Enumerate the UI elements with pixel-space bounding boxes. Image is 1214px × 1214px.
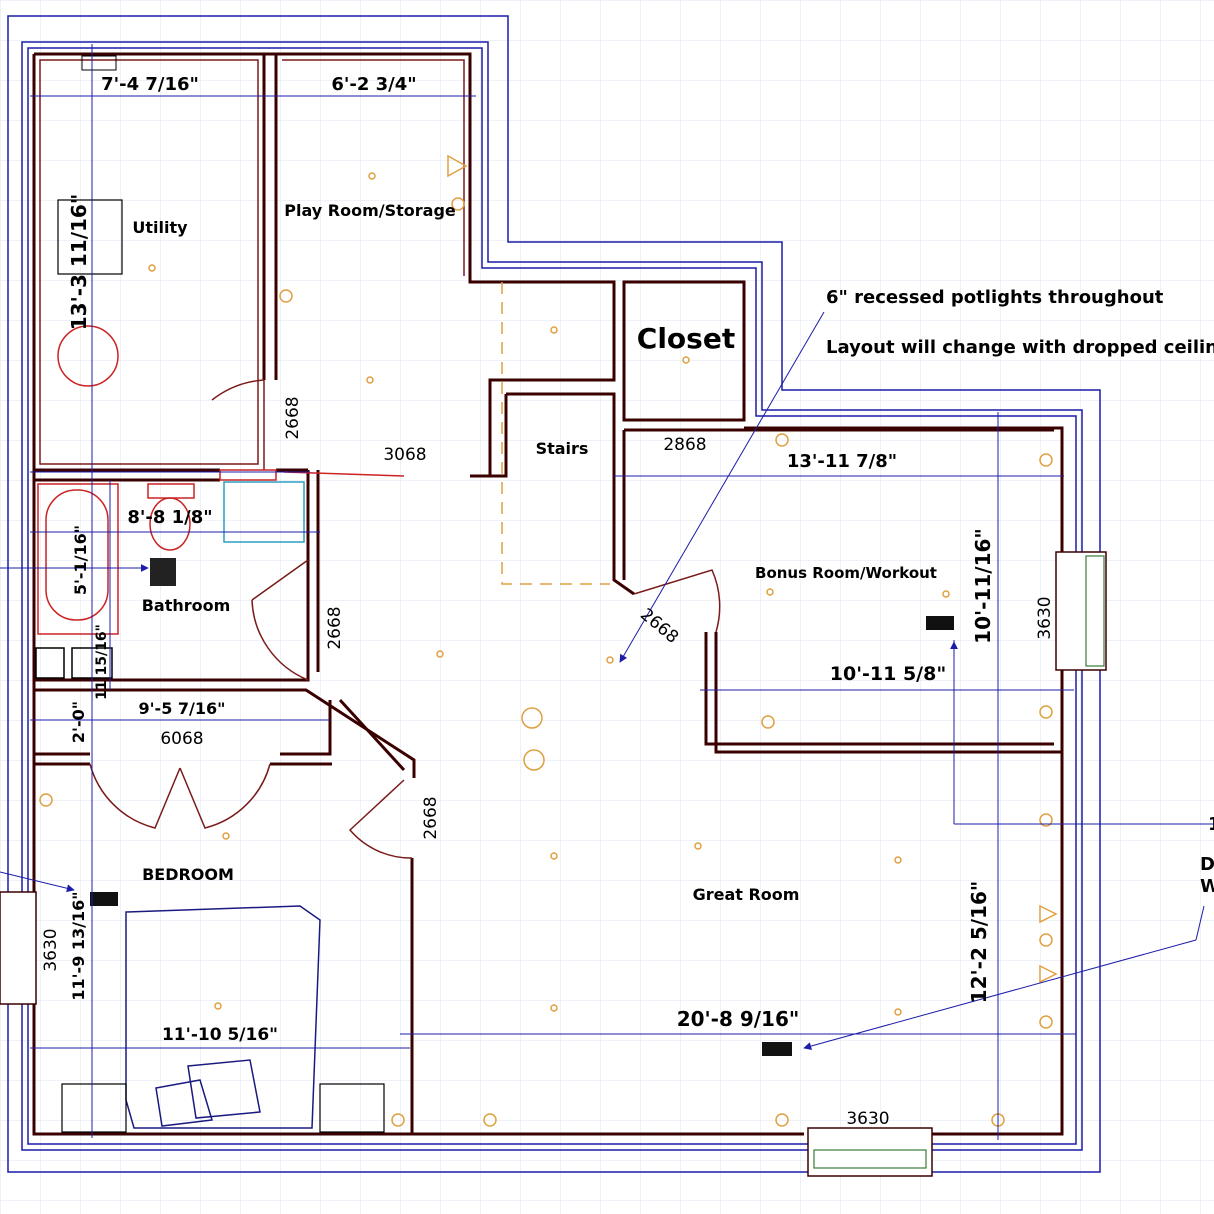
water-heater-icon (57, 325, 119, 387)
window-great: 3630 (846, 1109, 889, 1129)
dim-small-height: 11 15/16" (94, 624, 110, 700)
dim-bedroom-width: 11'-10 5/16" (162, 1025, 278, 1045)
dim-bathroom-width: 8'-8 1/8" (127, 507, 212, 528)
vent-icon (762, 1042, 792, 1056)
dim-bonus-width2: 10'-11 5/8" (830, 663, 946, 685)
door-swings (89, 379, 721, 859)
dim-bonus-height: 10'-11/16" (971, 528, 995, 644)
sink-icon (223, 481, 305, 543)
note-edge-3: W (1200, 876, 1214, 897)
room-bedroom: BEDROOM (142, 865, 234, 884)
dim-great-width: 20'-8 9/16" (677, 1007, 800, 1031)
dim-great-height: 12'-2 5/16" (967, 881, 991, 1004)
door-closet: 2868 (663, 435, 706, 455)
stairs-outline (501, 282, 610, 585)
room-closet: Closet (637, 322, 735, 355)
potlights (39, 154, 1058, 1127)
window-bonus: 3630 (1035, 596, 1055, 639)
dim-hall-width: 9'-5 7/16" (139, 699, 226, 718)
note-edge-1: 1 (1208, 814, 1214, 835)
dim-utility-height: 13'-3 11/16" (67, 194, 91, 331)
windows (0, 551, 1107, 1177)
dim-bedroom-height: 11'-9 13/16" (69, 891, 88, 1000)
labels: 7'-4 7/16" 6'-2 3/4" 13'-3 11/16" Utilit… (41, 74, 1214, 1129)
room-bonus: Bonus Room/Workout (755, 564, 937, 582)
vent-icon (150, 558, 176, 586)
vent-icon (926, 616, 954, 630)
dim-bonus-width: 13'-11 7/8" (787, 451, 897, 472)
note-edge-2: D (1200, 854, 1214, 875)
room-playroom: Play Room/Storage (284, 201, 456, 220)
door-bath: 2668 (325, 606, 345, 649)
door-bedroom: 2668 (421, 796, 441, 839)
door-main: 3068 (383, 445, 426, 465)
room-utility: Utility (132, 218, 188, 237)
vent-icon (90, 892, 118, 906)
window-bedroom: 3630 (41, 928, 61, 971)
dimension-lines (0, 44, 1214, 1140)
note-layout: Layout will change with dropped ceiling … (826, 337, 1214, 358)
dim-utility-width: 7'-4 7/16" (101, 74, 199, 95)
furnace-icon (57, 199, 123, 275)
bathtub-icon (37, 483, 119, 635)
room-stairs: Stairs (536, 439, 589, 458)
dim-bathroom-height: 5'-1/16" (71, 525, 90, 595)
note-potlights: 6" recessed potlights throughout (826, 287, 1164, 308)
outer-outline (7, 15, 1101, 1173)
room-great: Great Room (693, 885, 800, 904)
dim-playroom-width: 6'-2 3/4" (331, 74, 416, 95)
door-hall: 6068 (160, 729, 203, 749)
room-bathroom: Bathroom (142, 596, 231, 615)
dim-hall-height: 2'-0" (69, 701, 88, 743)
door-utility: 2668 (283, 396, 303, 439)
fixtures (35, 55, 954, 1133)
